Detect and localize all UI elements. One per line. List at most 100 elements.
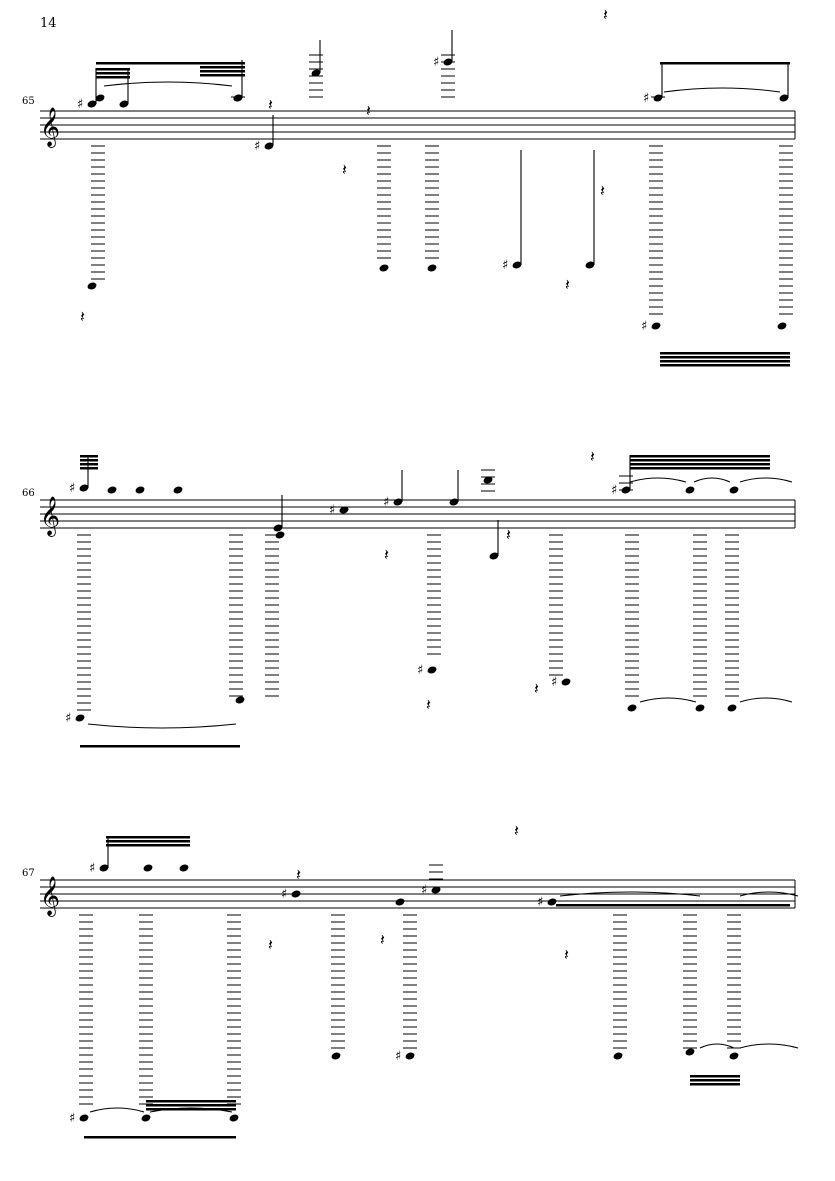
beam — [690, 1079, 740, 1082]
page-number: 14 — [40, 16, 57, 31]
notehead — [173, 486, 183, 494]
notehead — [405, 1052, 415, 1060]
notehead — [179, 864, 189, 872]
beam — [84, 1136, 236, 1139]
beam — [80, 463, 98, 466]
sharp-icon: ♯ — [643, 91, 649, 106]
sharp-icon: ♯ — [537, 895, 543, 910]
notehead — [264, 142, 274, 150]
tie — [739, 477, 793, 483]
tie — [699, 1043, 735, 1049]
notehead — [291, 890, 301, 898]
notehead — [235, 696, 245, 704]
notehead — [431, 886, 441, 894]
beam — [690, 1075, 740, 1078]
beam — [630, 463, 770, 466]
tie — [629, 477, 687, 483]
sharp-icon: ♯ — [281, 887, 287, 902]
tie — [639, 697, 697, 703]
quarter-rest-icon: 𝄽 — [366, 101, 371, 120]
notehead — [651, 322, 661, 330]
beam — [106, 840, 190, 843]
notehead — [779, 94, 789, 102]
notehead — [695, 704, 705, 712]
notehead — [627, 704, 637, 712]
quarter-rest-icon: 𝄽 — [80, 307, 85, 326]
sharp-icon: ♯ — [502, 258, 508, 273]
quarter-rest-icon: 𝄽 — [384, 545, 389, 564]
beam — [80, 459, 98, 462]
notehead — [119, 100, 129, 108]
notehead — [79, 1114, 89, 1122]
notehead — [331, 1052, 341, 1060]
sharp-icon: ♯ — [433, 55, 439, 70]
notehead — [141, 1114, 151, 1122]
sharp-icon: ♯ — [254, 139, 260, 154]
quarter-rest-icon: 𝄽 — [514, 821, 519, 840]
notehead — [143, 864, 153, 872]
beam — [146, 1108, 236, 1111]
notehead — [653, 94, 663, 102]
sharp-icon: ♯ — [551, 675, 557, 690]
notehead — [395, 898, 405, 906]
quarter-rest-icon: 𝄽 — [565, 275, 570, 294]
sharp-icon: ♯ — [69, 1111, 75, 1126]
beam — [630, 455, 770, 458]
beam — [96, 76, 130, 79]
beam — [660, 62, 790, 65]
notehead — [489, 552, 499, 560]
notehead — [685, 486, 695, 494]
sharp-icon: ♯ — [65, 711, 71, 726]
notehead — [229, 1114, 239, 1122]
notehead — [275, 531, 285, 539]
sharp-icon: ♯ — [417, 663, 423, 678]
tie — [739, 1043, 799, 1049]
beam — [146, 1100, 236, 1103]
notehead — [393, 498, 403, 506]
quarter-rest-icon: 𝄽 — [342, 160, 347, 179]
measure-number-67: 67 — [22, 868, 35, 879]
beam — [80, 455, 98, 458]
notehead — [135, 486, 145, 494]
beam — [660, 360, 790, 363]
measure-number-66: 66 — [22, 488, 35, 499]
notehead — [87, 100, 97, 108]
beam — [106, 836, 190, 839]
quarter-rest-icon: 𝄽 — [603, 5, 608, 24]
beam — [556, 904, 790, 907]
notehead — [685, 1048, 695, 1056]
treble-clef-icon: 𝄞 — [40, 496, 60, 537]
notehead — [339, 506, 349, 514]
notehead — [273, 524, 283, 532]
notehead — [613, 1052, 623, 1060]
notehead — [95, 94, 105, 102]
beam — [630, 467, 770, 470]
notehead — [729, 486, 739, 494]
notehead — [512, 261, 522, 269]
beam — [660, 352, 790, 355]
quarter-rest-icon: 𝄽 — [426, 695, 431, 714]
quarter-rest-icon: 𝄽 — [296, 865, 301, 884]
notehead — [585, 261, 595, 269]
tie — [663, 87, 781, 93]
sharp-icon: ♯ — [383, 495, 389, 510]
notehead — [777, 322, 787, 330]
sharp-icon: ♯ — [611, 483, 617, 498]
beam — [690, 1083, 740, 1086]
notehead — [483, 476, 493, 484]
beam — [80, 745, 240, 748]
treble-clef-icon: 𝄞 — [40, 876, 60, 917]
tie — [89, 1107, 145, 1113]
beam — [200, 70, 245, 73]
notehead — [547, 898, 557, 906]
treble-clef-icon: 𝄞 — [40, 107, 60, 148]
quarter-rest-icon: 𝄽 — [564, 945, 569, 964]
notehead — [449, 498, 459, 506]
notehead — [379, 264, 389, 272]
sharp-icon: ♯ — [329, 503, 335, 518]
notehead — [311, 69, 321, 77]
tie — [559, 891, 701, 897]
sharp-icon: ♯ — [421, 883, 427, 898]
notehead — [427, 666, 437, 674]
